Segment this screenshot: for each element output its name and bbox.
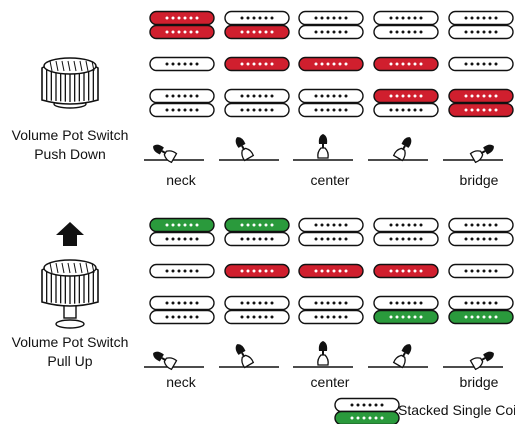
push-down-pos4-bridge-coil-upper [373,88,439,104]
pull-up-pos5-selector-switch [443,351,503,371]
pull-up-pos2-selector-switch [219,344,279,369]
push-down-pos5-bridge-coil-upper [448,88,514,104]
pull-up-pos4-neck-coil-lower [373,231,439,247]
pull-up-caption-line1: Volume Pot Switch [11,334,129,350]
pull-up-pos3-bridge-coil-lower [298,309,364,325]
pull-up-arrow-icon [56,222,84,246]
pull-up-position-label-neck: neck [166,374,196,390]
pull-up-pos5-neck-coil-upper [448,217,514,233]
pull-up-pos1-neck-coil-lower [149,231,215,247]
pull-up-pos2-bridge-coil-lower [224,309,290,325]
push-down-pos1-bridge-coil-lower [149,102,215,118]
push-down-pos1-bridge-coil-upper [149,88,215,104]
push-down-pos4-neck-coil-upper [373,10,439,26]
pull-up-pos3-selector-switch [293,341,353,368]
push-down-pos5-neck-coil-lower [448,24,514,40]
push-down-pos1-selector-switch [144,144,204,164]
push-down-pos2-selector-switch [219,137,279,162]
pull-up-pos3-neck-coil-lower [298,231,364,247]
pull-up-pos2-bridge-coil-upper [224,295,290,311]
pull-up-pos1-bridge-coil-lower [149,309,215,325]
push-down-pos3-bridge-coil-lower [298,102,364,118]
push-down-position-label-center: center [310,172,350,188]
push-down-caption-line1: Volume Pot Switch [11,127,129,143]
push-down-pos5-selector-switch [443,144,503,164]
pull-up-pos2-middle-coil [224,263,290,279]
push-down-pos1-middle-coil [149,56,215,72]
push-down-pos3-selector-switch [293,134,353,161]
push-down-pos2-bridge-coil-upper [224,88,290,104]
push-down-pos4-neck-coil-lower [373,24,439,40]
pull-up-position-label-center: center [310,374,350,390]
pull-up-pos5-bridge-coil-upper [448,295,514,311]
push-down-pos1-neck-coil-lower [149,24,215,40]
push-down-pos2-neck-coil-lower [224,24,290,40]
pull-up-pos1-middle-coil [149,263,215,279]
push-down-pos3-bridge-coil-upper [298,88,364,104]
pull-up-pos1-neck-coil-upper [149,217,215,233]
pull-up-pos2-neck-coil-lower [224,231,290,247]
push-down-pos4-selector-switch [368,137,428,162]
push-down-pos5-bridge-coil-lower [448,102,514,118]
pull-up-position-label-bridge: bridge [459,374,499,390]
pull-up-pos3-bridge-coil-upper [298,295,364,311]
pull-up-pos3-neck-coil-upper [298,217,364,233]
push-down-pos5-middle-coil [448,56,514,72]
pull-up-pos4-middle-coil [373,263,439,279]
pull-up-pos5-neck-coil-lower [448,231,514,247]
push-down-pos3-neck-coil-lower [298,24,364,40]
push-down-pos1-neck-coil-upper [149,10,215,26]
pull-up-pos4-selector-switch [368,344,428,369]
pull-up-pos4-bridge-coil-upper [373,295,439,311]
push-down-pot-knob [41,57,99,109]
push-down-pos3-middle-coil [298,56,364,72]
push-down-caption-line2: Push Down [34,146,106,162]
pull-up-pos3-middle-coil [298,263,364,279]
pull-up-pos2-neck-coil-upper [224,217,290,233]
legend-coil-lower [334,410,400,424]
legend-label: Stacked Single Coil [398,402,515,418]
pull-up-pot-knob [41,259,99,329]
push-down-pos2-middle-coil [224,56,290,72]
push-down-pos4-bridge-coil-lower [373,102,439,118]
push-down-pos4-middle-coil [373,56,439,72]
pull-up-pos4-bridge-coil-lower [373,309,439,325]
push-down-pos3-neck-coil-upper [298,10,364,26]
push-down-pos5-neck-coil-upper [448,10,514,26]
pull-up-pos1-selector-switch [144,351,204,371]
pull-up-caption-line2: Pull Up [47,353,93,369]
pull-up-pos1-bridge-coil-upper [149,295,215,311]
pull-up-pos4-neck-coil-upper [373,217,439,233]
push-down-pos2-bridge-coil-lower [224,102,290,118]
pull-up-pos5-bridge-coil-lower [448,309,514,325]
push-down-pos2-neck-coil-upper [224,10,290,26]
pull-up-pos5-middle-coil [448,263,514,279]
push-down-position-label-bridge: bridge [459,172,499,188]
push-down-position-label-neck: neck [166,172,196,188]
legend-coil-upper [334,397,400,413]
